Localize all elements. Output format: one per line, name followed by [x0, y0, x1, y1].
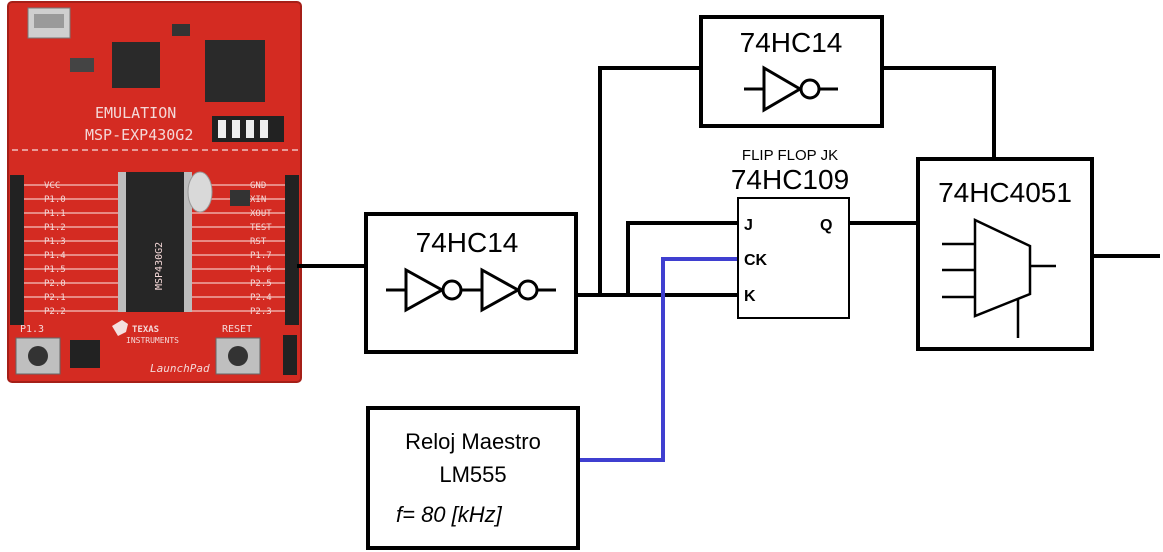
crystal: [188, 172, 212, 212]
feedback-inverter-block: 74HC14: [701, 17, 882, 126]
pin-ck-label: CK: [744, 252, 768, 269]
pin-k-label: K: [744, 288, 756, 305]
clock-chip: LM555: [439, 462, 506, 487]
flipflop-title: 74HC109: [731, 164, 849, 195]
pin-label-right: RST: [250, 237, 267, 247]
pin-label-left: P1.4: [44, 251, 66, 261]
pin-label-left: P1.0: [44, 195, 66, 205]
pin-label-left: P2.2: [44, 307, 66, 317]
jumper-power: [70, 340, 100, 368]
emulation-chip-2: [205, 40, 265, 102]
clock-title: Reloj Maestro: [405, 429, 541, 454]
right-header: [285, 175, 299, 325]
pin-q-label: Q: [820, 217, 832, 234]
product-label: LaunchPad: [150, 362, 210, 375]
pin-label-right: P2.4: [250, 293, 272, 303]
left-header: [10, 175, 24, 325]
pin-label-right: XIN: [250, 195, 266, 205]
p13-label: P1.3: [20, 324, 44, 335]
reset-label: RESET: [222, 324, 252, 335]
clock-frequency: f= 80 [kHz]: [396, 502, 503, 527]
schmitt-title: 74HC14: [416, 227, 519, 258]
feedback-title: 74HC14: [740, 27, 843, 58]
schmitt-trigger-block: 74HC14: [366, 214, 576, 352]
mux-title: 74HC4051: [938, 177, 1072, 208]
pin-label-left: P1.5: [44, 265, 66, 275]
pin-label-left: P1.1: [44, 209, 66, 219]
pin-label-right: XOUT: [250, 209, 272, 219]
flipflop-caption: FLIP FLOP JK: [742, 147, 838, 164]
pin-label-right: TEST: [250, 223, 272, 233]
master-clock-block: Reloj Maestro LM555 f= 80 [kHz]: [368, 408, 578, 548]
pin-label-right: P1.6: [250, 265, 272, 275]
wire-feedback-to-mux: [882, 68, 994, 159]
pin-label-left: P2.0: [44, 279, 66, 289]
pin-label-left: P1.2: [44, 223, 66, 233]
launchpad-board: EMULATION MSP-EXP430G2: [8, 2, 301, 382]
pin-label-right: P2.3: [250, 307, 272, 317]
emulation-label: EMULATION: [95, 104, 176, 122]
svg-text:MSP430G2: MSP430G2: [154, 242, 165, 290]
pin-j-label: J: [744, 217, 753, 234]
pin-label-right: P1.7: [250, 251, 272, 261]
pin-label-left: VCC: [44, 181, 60, 191]
jk-flipflop-block: FLIP FLOP JK 74HC109 J CK K Q: [731, 147, 849, 318]
mux-block: 74HC4051: [918, 159, 1092, 349]
emulation-chip-1: [112, 42, 160, 88]
pin-label-left: P1.3: [44, 237, 66, 247]
brand-instruments: INSTRUMENTS: [126, 336, 179, 345]
model-label: MSP-EXP430G2: [85, 126, 193, 144]
pin-label-right: GND: [250, 181, 266, 191]
pin-label-right: P2.5: [250, 279, 272, 289]
brand-texas: TEXAS: [132, 325, 159, 335]
pin-label-left: P2.1: [44, 293, 66, 303]
